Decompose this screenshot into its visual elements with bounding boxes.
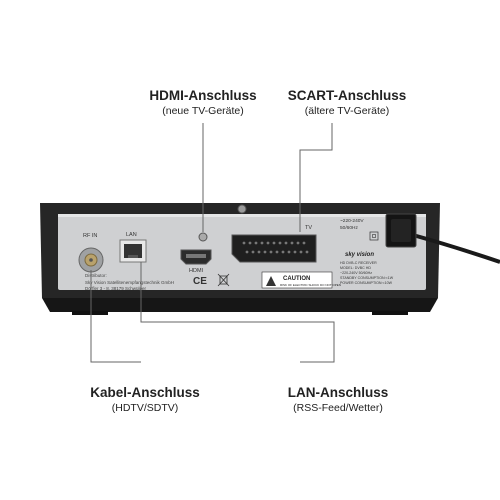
kabel-callout: Kabel-Anschluss (HDTV/SDTV): [60, 385, 230, 414]
power-cable-icon: [385, 213, 500, 264]
distributor-name: Sky Vision Satellitenempfangstechnik Gmb…: [85, 280, 174, 285]
scart-callout: SCART-Anschluss (ältere TV-Geräte): [262, 88, 432, 117]
scart-callout-title: SCART-Anschluss: [287, 88, 407, 103]
power-rating-line2: 50/60Hz: [340, 225, 358, 231]
lan-callout-title: LAN-Anschluss: [287, 385, 389, 400]
spec-line-4: STANDBY CONSUMPTION:<1W: [340, 276, 394, 280]
rf-in-label: RF IN: [83, 233, 97, 239]
screw-icon: [198, 232, 208, 242]
lan-label: LAN: [126, 232, 137, 238]
spec-line-1: HD DVB-C RECEIVER: [340, 261, 377, 265]
lan-callout: LAN-Anschluss (RSS-Feed/Wetter): [253, 385, 423, 414]
hdmi-callout-subtitle: (neue TV-Geräte): [162, 105, 244, 117]
spec-line-3: ~220-240V 50/60Hz: [340, 271, 372, 275]
power-rating-line1: ~220-240V: [340, 218, 364, 224]
brand-label: sky vision: [345, 252, 374, 258]
kabel-callout-title: Kabel-Anschluss: [90, 385, 200, 400]
spec-line-5: POWER CONSUMPTION:<10W: [340, 281, 393, 285]
ce-mark: CE: [193, 276, 207, 287]
rf-in-connector-icon: [78, 247, 104, 273]
tv-label: TV: [305, 225, 312, 231]
lan-port-icon: [119, 239, 147, 263]
scart-callout-subtitle: (ältere TV-Geräte): [304, 105, 390, 117]
hdmi-port-icon: [180, 249, 212, 265]
caution-text: RISK OF ELECTRIC SHOCK DO NOT OPEN: [280, 283, 341, 287]
hdmi-label: HDMI: [189, 268, 204, 274]
callout-lines: [90, 123, 335, 363]
double-insulation-icon: [369, 231, 379, 241]
spec-line-2: MODEL: DVBC HD: [340, 266, 371, 270]
hdmi-callout: HDMI-Anschluss (neue TV-Geräte): [118, 88, 288, 117]
distributor-label: Distributor:: [85, 273, 107, 278]
lan-callout-subtitle: (RSS-Feed/Wetter): [293, 402, 383, 414]
caution-title: CAUTION: [283, 276, 310, 282]
distributor-address: Dörfler 3 - 8, 38179 Schwülper: [85, 286, 147, 291]
caution-label: CAUTION RISK OF ELECTRIC SHOCK DO NOT OP…: [261, 271, 341, 289]
scart-port-icon: [231, 234, 317, 263]
weee-bin-icon: [217, 273, 230, 287]
hdmi-callout-title: HDMI-Anschluss: [149, 88, 257, 103]
kabel-callout-subtitle: (HDTV/SDTV): [111, 402, 179, 414]
